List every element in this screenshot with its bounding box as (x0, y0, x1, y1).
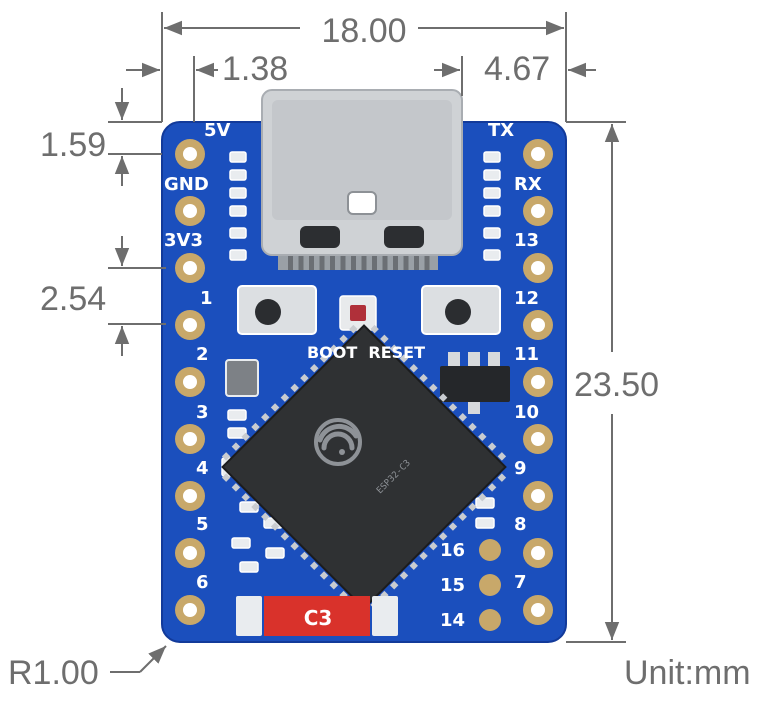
right-pad (523, 310, 553, 340)
right-pin-label: 11 (514, 344, 539, 365)
dim-right-offset: 4.67 (484, 50, 550, 88)
rgb-led (339, 295, 377, 331)
inner-pin-label: 16 (440, 540, 465, 561)
left-pad (175, 310, 205, 340)
right-pin-label: 7 (514, 572, 527, 593)
right-pad (523, 424, 553, 454)
right-pin-label: 12 (514, 288, 539, 309)
inner-pad-column (479, 539, 501, 631)
left-pin-label: 1 (200, 288, 213, 309)
unit-label: Unit:mm (624, 654, 751, 692)
right-pin-label: 9 (514, 458, 527, 479)
chip-label-badge: C3 (236, 596, 398, 636)
left-pad (175, 253, 205, 283)
dim-top-offset: 1.59 (40, 126, 106, 164)
right-pin-label: RX (514, 174, 542, 195)
esp32-c3-chip: ESP32-C3 (221, 324, 507, 610)
inner-pin-labels: 16 15 14 (440, 540, 465, 631)
espressif-logo-icon (314, 418, 362, 466)
right-pad-column (523, 139, 553, 625)
left-pin-label: 5V (204, 120, 231, 141)
left-pin-label: 2 (196, 344, 209, 365)
left-pad-column (175, 139, 205, 625)
boot-button (237, 285, 317, 335)
right-pin-label: TX (488, 120, 514, 141)
left-pad (175, 595, 205, 625)
dimension-lines (108, 12, 626, 673)
right-pin-label: 13 (514, 230, 539, 251)
left-pad (175, 424, 205, 454)
right-pad (523, 481, 553, 511)
inner-pin-label: 15 (440, 575, 465, 596)
right-pad (523, 595, 553, 625)
dim-height: 23.50 (574, 366, 659, 404)
left-pin-label: 3 (196, 402, 209, 423)
usb-c-connector-icon (261, 89, 463, 270)
left-pad (175, 367, 205, 397)
left-pad (175, 139, 205, 169)
right-pad (523, 367, 553, 397)
inner-pin-label: 14 (440, 610, 465, 631)
right-pad (523, 538, 553, 568)
dim-width: 18.00 (321, 12, 406, 50)
right-pad (523, 253, 553, 283)
dim-left-offset: 1.38 (222, 50, 288, 88)
right-pad (523, 196, 553, 226)
left-pin-label: 6 (196, 572, 209, 593)
right-pin-labels: TX RX 13 12 11 10 9 8 7 (488, 120, 542, 593)
left-pin-label: 3V3 (164, 230, 203, 251)
right-pin-label: 10 (514, 402, 539, 423)
left-pad (175, 196, 205, 226)
right-pad (523, 139, 553, 169)
button-labels: BOOT RESET (307, 343, 425, 362)
left-pin-label: 4 (196, 458, 209, 479)
chip-label-text: C3 (304, 606, 333, 630)
left-pin-labels: 5V GND 3V3 1 2 3 4 5 6 (164, 120, 231, 593)
left-pad (175, 538, 205, 568)
right-pin-label: 8 (514, 514, 527, 535)
reset-button (421, 285, 501, 335)
voltage-regulator (440, 352, 510, 414)
dim-pitch: 2.54 (40, 280, 106, 318)
dim-corner-radius: R1.00 (8, 654, 99, 692)
left-pin-label: 5 (196, 514, 209, 535)
crystal (225, 359, 259, 397)
left-pad (175, 481, 205, 511)
left-pin-label: GND (164, 174, 209, 195)
